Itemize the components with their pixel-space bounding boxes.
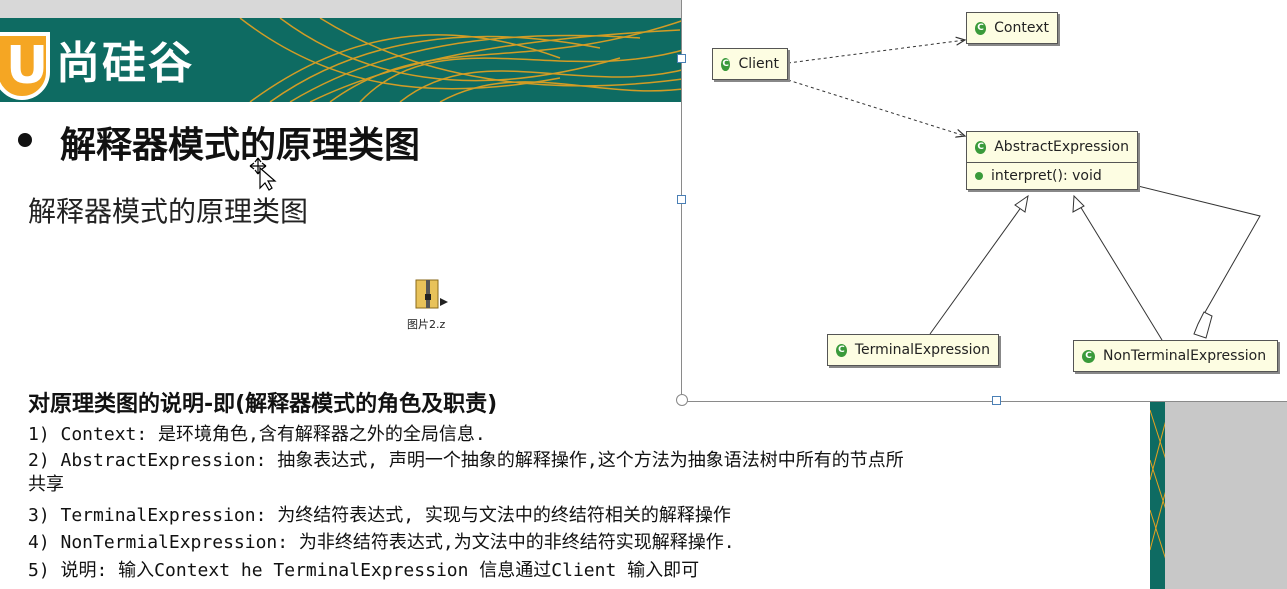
class-name: NonTerminalExpression [1103, 348, 1267, 364]
description-line: 共享 [28, 474, 64, 495]
client-context-dependency [787, 40, 965, 64]
class-name: Client [738, 56, 779, 72]
class-icon: C [721, 57, 731, 71]
uml-class-context[interactable]: C Context [966, 12, 1058, 44]
resize-handle[interactable] [677, 54, 686, 63]
move-cursor-icon [249, 157, 277, 191]
logo-text: 尚硅谷 [56, 38, 194, 89]
class-icon: C [836, 343, 847, 357]
top-margin [0, 0, 690, 18]
banner-decoration [239, 18, 691, 102]
aggregation-diamond [1193, 311, 1213, 339]
client-abstract-dependency [787, 79, 965, 136]
zip-file-icon[interactable] [410, 276, 450, 312]
nonterminal-aggregation [1137, 185, 1261, 315]
class-icon: C [1082, 349, 1095, 363]
description-line: 1) Context: 是环境角色,含有解释器之外的全局信息. [28, 424, 486, 445]
slide-side-strip [1150, 400, 1165, 589]
class-name: AbstractExpression [994, 139, 1129, 155]
brand-logo: U 尚硅谷 [0, 28, 262, 108]
description-line: 3) TerminalExpression: 为终结符表达式, 实现与文法中的终… [28, 505, 731, 526]
description-line: 2) AbstractExpression: 抽象表达式, 声明一个抽象的解释操… [28, 450, 904, 471]
terminal-generalization-head [1014, 194, 1029, 213]
uml-class-diagram[interactable]: C Client C Context C AbstractExpression int… [676, 0, 1287, 406]
uml-class-nonterminal-expression[interactable]: C NonTerminalExpression [1073, 340, 1278, 372]
class-icon: C [975, 140, 987, 154]
uml-class-terminal-expression[interactable]: C TerminalExpression [827, 334, 999, 366]
class-icon: C [975, 21, 987, 35]
slide-title[interactable]: 解释器模式的原理类图 [60, 125, 421, 166]
uml-class-abstract-expression[interactable]: C AbstractExpression interpret(): void [966, 131, 1138, 190]
corner-resize-handle[interactable] [676, 394, 688, 406]
class-name: TerminalExpression [854, 342, 990, 358]
uml-class-client[interactable]: C Client [712, 48, 788, 80]
method-icon [975, 172, 983, 180]
slide-subtitle[interactable]: 解释器模式的原理类图 [28, 195, 309, 228]
description-line: 4) NonTermialExpression: 为非终结符表达式,为文法中的非… [28, 532, 735, 553]
nonterminal-generalization-head [1072, 194, 1085, 213]
class-name: Context [994, 20, 1049, 36]
description-line: 5) 说明: 输入Context he TerminalExpression 信… [28, 560, 700, 581]
description-heading[interactable]: 对原理类图的说明-即(解释器模式的角色及职责) [28, 392, 498, 417]
resize-handle[interactable] [992, 396, 1001, 405]
nonterminal-generalization [1079, 205, 1163, 341]
terminal-generalization [929, 205, 1023, 335]
resize-handle[interactable] [677, 195, 686, 204]
file-label: 图片2.z [407, 318, 446, 331]
logo-badge: U [0, 32, 50, 100]
title-bullet [18, 133, 32, 147]
uml-connectors [787, 0, 1261, 341]
method-name: interpret(): void [991, 168, 1102, 184]
